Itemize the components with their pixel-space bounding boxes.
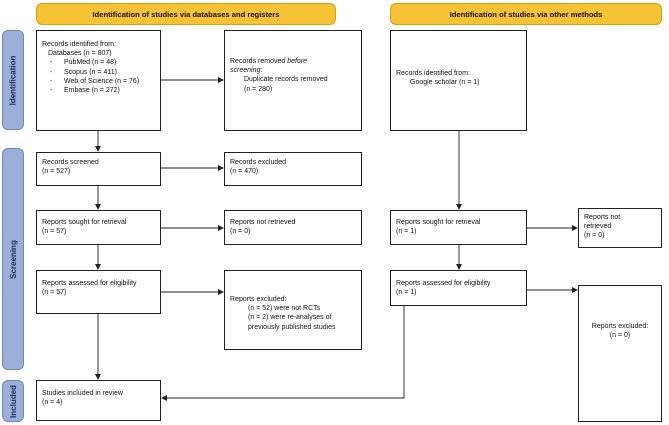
phase-screening: Screening — [2, 148, 24, 370]
records-removed-line1: Records removed before — [230, 58, 308, 65]
records-identified-title: Records identified from: — [42, 41, 116, 48]
other-reports-excluded-count: (n = 0) — [609, 332, 631, 340]
box-other-reports-not-retrieved: Reports not retrieved (n = 0) — [578, 208, 662, 248]
other-records-identified-label: Records identified from: — [396, 70, 470, 77]
other-records-identified-source: Google scholar (n = 1) — [410, 79, 480, 87]
reports-not-retrieved-count: (n = 0) — [230, 228, 251, 236]
other-reports-not-retrieved-label2: retrieved — [584, 223, 612, 231]
reports-excluded-published: previously published studies — [248, 323, 336, 331]
records-identified-scopus: -Scopus (n = 411) — [50, 68, 117, 76]
reports-assessed-label: Reports assessed for eligibility — [42, 280, 137, 287]
box-reports-assessed: Reports assessed for eligibility (n = 57… — [36, 270, 161, 314]
box-records-removed: Records removed before screening: Duplic… — [224, 30, 362, 131]
header-databases-registers: Identification of studies via databases … — [36, 3, 336, 25]
reports-excluded-label: Reports excluded: — [230, 296, 287, 303]
phase-included: Included — [2, 380, 24, 422]
other-reports-sought-count: (n = 1) — [396, 228, 417, 236]
records-identified-wos: -Web of Science (n = 76) — [50, 77, 140, 85]
box-records-excluded: Records excluded (n = 470) — [224, 152, 362, 186]
box-reports-excluded: Reports excluded: (n = 52) were not RCTs… — [224, 270, 362, 350]
records-identified-pubmed: -PubMed (n = 48) — [50, 59, 117, 67]
other-reports-sought-label: Reports sought for retrieval — [396, 219, 481, 226]
records-excluded-label: Records excluded — [230, 159, 287, 166]
box-studies-included: Studies included in review (n = 4) — [36, 380, 161, 421]
box-reports-not-retrieved: Reports not retrieved (n = 0) — [224, 210, 362, 245]
reports-excluded-not-rcts: (n = 52) were not RCTs — [248, 305, 321, 313]
records-screened-count: (n = 527) — [42, 168, 71, 176]
other-reports-not-retrieved-count: (n = 0) — [584, 232, 605, 240]
reports-assessed-count: (n = 57) — [42, 289, 67, 297]
box-other-records-identified: Records identified from: Google scholar … — [390, 30, 527, 131]
reports-sought-label: Reports sought for retrieval — [42, 219, 127, 226]
box-other-reports-assessed: Reports assessed for eligibility (n = 1) — [390, 270, 527, 306]
records-removed-line2: screening: — [230, 67, 263, 75]
reports-excluded-reanalyses: (n = 2) were re-analyses of — [248, 314, 332, 322]
other-reports-assessed-label: Reports assessed for eligibility — [396, 280, 491, 287]
other-reports-excluded-label: Reports excluded: — [591, 323, 649, 330]
box-other-reports-sought: Reports sought for retrieval (n = 1) — [390, 210, 527, 245]
records-removed-count: (n = 280) — [244, 85, 273, 93]
records-removed-duplicates: Duplicate records removed — [244, 76, 328, 84]
arrow-other-assessed-to-included — [161, 306, 405, 401]
phase-identification: Identification — [2, 30, 24, 130]
box-reports-sought: Reports sought for retrieval (n = 57) — [36, 210, 161, 245]
records-identified-embase: -Embase (n = 272) — [50, 87, 120, 95]
box-other-reports-excluded: Reports excluded: (n = 0) — [578, 285, 662, 422]
records-identified-databases: Databases (n = 807) — [48, 50, 112, 58]
records-excluded-count: (n = 470) — [230, 168, 259, 176]
studies-included-label: Studies included in review — [42, 390, 123, 397]
other-reports-assessed-count: (n = 1) — [396, 289, 417, 297]
box-records-screened: Records screened (n = 527) — [36, 152, 161, 186]
reports-sought-count: (n = 57) — [42, 228, 67, 236]
studies-included-count: (n = 4) — [42, 399, 63, 407]
box-records-identified: Records identified from: Databases (n = … — [36, 30, 161, 131]
other-reports-not-retrieved-label1: Reports not — [584, 214, 621, 221]
header-other-methods: Identification of studies via other meth… — [390, 3, 662, 25]
reports-not-retrieved-label: Reports not retrieved — [230, 219, 296, 226]
records-screened-label: Records screened — [42, 159, 99, 166]
